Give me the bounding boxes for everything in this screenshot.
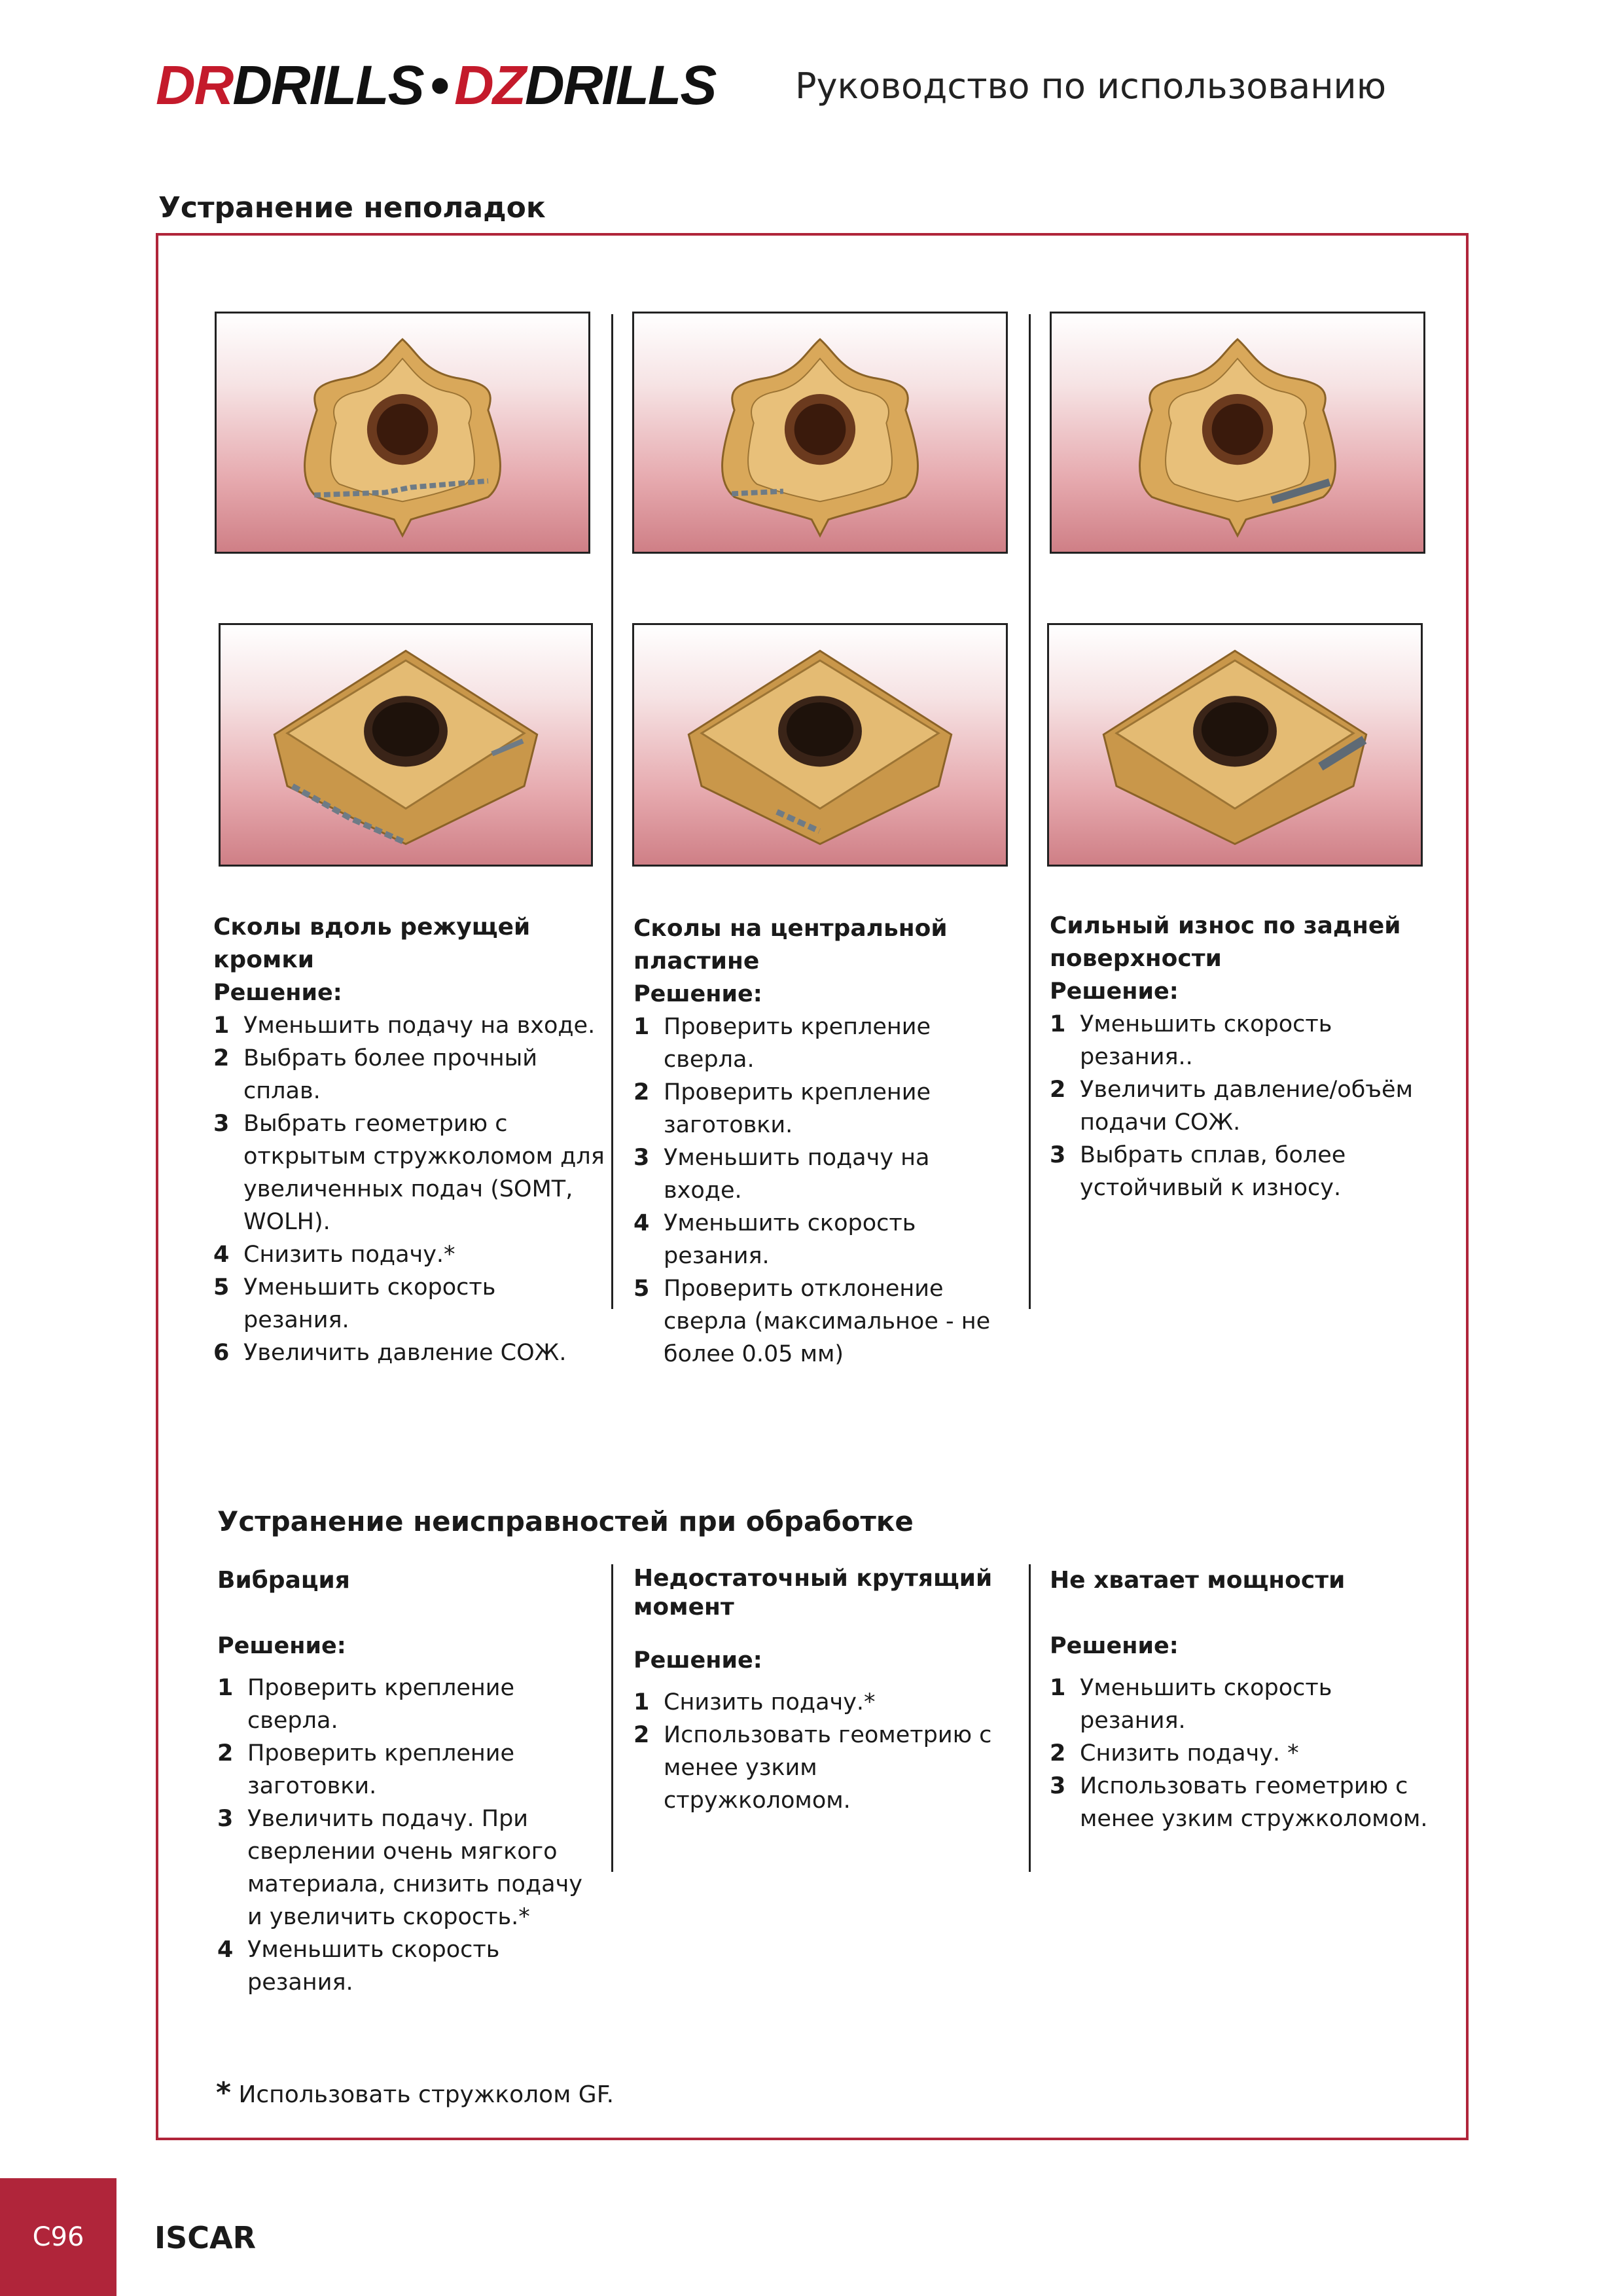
logo-dr: DR (156, 54, 234, 116)
footer-brand: ISCAR (154, 2220, 257, 2255)
column-divider (1029, 1564, 1031, 1872)
trigon-insert-icon (304, 338, 501, 538)
square-insert-icon (687, 649, 953, 846)
footnote-text: Использовать стружколом GF. (231, 2081, 615, 2108)
solution-label: Решение: (1050, 978, 1179, 1005)
page-number: C96 (32, 2222, 84, 2252)
solution-label: Решение: (217, 1633, 346, 1659)
page-number-tab: C96 (0, 2178, 116, 2296)
issue-heading: Не хватает мощности (1050, 1567, 1346, 1594)
trigon-insert-icon (721, 338, 919, 538)
insert-photo-trigon-flank-wear (1050, 312, 1425, 554)
problem-column-flank-wear: Сильный износ по задней поверхности Реше… (1050, 910, 1442, 1204)
solution-label: Решение: (633, 981, 762, 1007)
solution-label: Решение: (1050, 1633, 1179, 1659)
square-insert-icon (1102, 649, 1368, 846)
logo-dz: DZ (454, 54, 526, 116)
column-divider (611, 314, 613, 1309)
content-frame (156, 233, 1469, 2140)
footnote: * Использовать стружколом GF. (216, 2076, 614, 2109)
problem-column-center-chipping: Сколы на центральной пластине Решение: 1… (633, 912, 1000, 1371)
insert-photo-trigon-edge-chipping (215, 312, 590, 554)
logo-drills: DRILLS (232, 54, 424, 116)
issue-heading: Вибрация (217, 1567, 350, 1594)
column-divider (1029, 314, 1031, 1309)
problem-heading: Сколы вдоль режущей кромки (213, 914, 531, 973)
problem-heading: Сколы на центральной пластине (633, 915, 948, 975)
logo-separator: • (429, 54, 449, 116)
insert-photo-square-flank-wear (1047, 623, 1423, 867)
document-title: Руководство по использованию (795, 65, 1387, 107)
issue-heading: Недостаточный крутящий момент (633, 1565, 993, 1621)
section-title-troubleshooting: Устранение неполадок (158, 191, 546, 224)
solution-label: Решение: (633, 1647, 762, 1674)
brand-logo: DRDRILLS•DZDRILLS (156, 58, 717, 113)
issue-column-low-torque: Недостаточный крутящий момент Решение: 1… (633, 1564, 1000, 1817)
trigon-insert-icon (1139, 338, 1336, 538)
logo-drills-2: DRILLS (525, 54, 717, 116)
problem-heading: Сильный износ по задней поверхности (1050, 912, 1401, 972)
square-insert-icon (273, 649, 539, 846)
column-divider (611, 1564, 613, 1872)
insert-photo-trigon-center-chipping (632, 312, 1008, 554)
insert-photo-square-center-chipping (632, 623, 1008, 867)
solution-label: Решение: (213, 980, 342, 1006)
section-title-machining: Устранение неисправностей при обработке (217, 1505, 914, 1537)
insert-photo-square-edge-chipping (219, 623, 593, 867)
footnote-mark: * (216, 2076, 232, 2109)
